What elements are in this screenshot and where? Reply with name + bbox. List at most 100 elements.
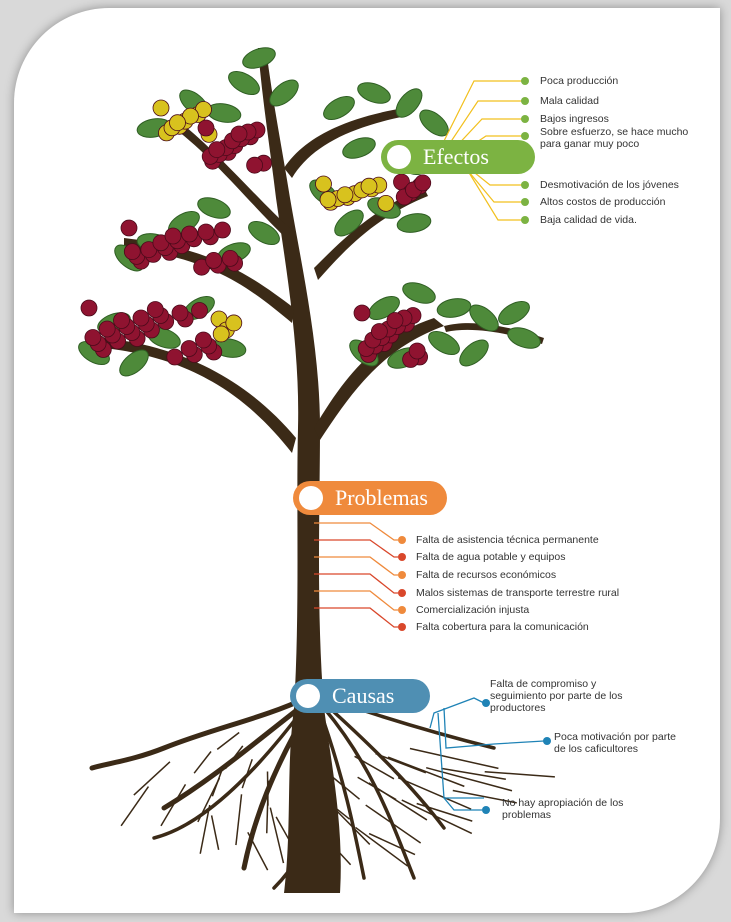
rootlet <box>224 745 244 770</box>
berry <box>164 227 182 245</box>
root <box>322 706 416 880</box>
problemas-dot <box>398 553 406 561</box>
efectos-dot <box>521 216 529 224</box>
berry <box>181 225 198 243</box>
leaf <box>469 304 499 332</box>
berry <box>171 304 189 322</box>
rootlet <box>484 770 555 778</box>
leaf <box>248 220 280 246</box>
berry <box>197 119 215 137</box>
leaf <box>197 197 231 219</box>
efectos-dot <box>521 97 529 105</box>
efectos-connector <box>430 170 524 221</box>
rootlet <box>354 755 395 780</box>
causas-dot <box>543 737 551 745</box>
leaf <box>119 349 149 377</box>
infographic-card: Efectos Problemas Causas Poca producción… <box>14 8 720 913</box>
efectos-dot <box>521 132 529 140</box>
rootlet <box>365 804 422 844</box>
berry <box>84 329 102 346</box>
berry <box>386 312 404 329</box>
leaf <box>342 137 376 159</box>
problemas-title: Problemas <box>335 485 428 510</box>
berry <box>221 249 239 267</box>
efectos-item: Desmotivación de los jóvenes <box>540 179 679 191</box>
root <box>161 700 309 811</box>
branch <box>174 122 292 238</box>
efectos-dot <box>521 181 529 189</box>
berry <box>194 331 212 349</box>
rootlet <box>199 804 211 854</box>
coffee-berries <box>80 99 432 368</box>
problemas-item: Falta cobertura para la comunicación <box>416 621 589 633</box>
rootlet <box>211 768 224 797</box>
rootlet <box>387 756 465 788</box>
rootlet <box>409 747 499 770</box>
causas-badge: Causas <box>290 679 430 713</box>
berry <box>197 223 215 241</box>
rootlet <box>241 758 253 789</box>
causas-dot <box>482 699 490 707</box>
berry <box>205 251 223 269</box>
root <box>152 706 306 840</box>
leaf <box>323 95 355 121</box>
rootlet <box>235 794 243 846</box>
branch <box>104 338 296 453</box>
berry <box>414 174 432 192</box>
rootlet <box>193 751 212 774</box>
berry <box>166 348 184 366</box>
leaf <box>334 209 364 237</box>
berry <box>80 299 98 317</box>
problemas-item: Falta de asistencia técnica permanente <box>416 534 599 546</box>
rootlet <box>368 832 416 856</box>
causas-connector <box>443 707 545 749</box>
berry <box>246 156 264 174</box>
berry <box>408 342 426 360</box>
problemas-connector <box>314 556 398 576</box>
berry <box>98 320 116 338</box>
leaf <box>402 282 436 304</box>
leaf <box>459 339 489 367</box>
problemas-item: Comercialización injusta <box>416 604 530 616</box>
leaf <box>242 47 276 69</box>
rootlet <box>416 802 473 822</box>
rootlet <box>331 775 361 800</box>
efectos-item: Baja calidad de vida. <box>540 214 637 226</box>
efectos-item: Poca producción <box>540 75 619 87</box>
rootlet <box>269 807 285 864</box>
problemas-dot <box>398 536 406 544</box>
leaf <box>206 103 242 123</box>
rootlet <box>375 752 427 774</box>
rootlet <box>425 766 513 792</box>
berry <box>377 194 395 212</box>
causas-badge-dot <box>296 684 320 708</box>
branch <box>444 323 544 344</box>
branch <box>314 318 444 440</box>
leaf <box>395 88 423 118</box>
berry <box>336 186 354 204</box>
berry <box>353 304 371 322</box>
problemas-item: Falta de recursos económicos <box>416 569 557 581</box>
rootlet <box>120 786 150 827</box>
berry <box>152 99 170 117</box>
berry <box>315 175 332 193</box>
problemas-connector <box>314 522 398 541</box>
leaf <box>396 213 432 233</box>
efectos-dot <box>521 198 529 206</box>
causas-connector <box>443 797 482 811</box>
root <box>89 695 309 771</box>
berry <box>230 125 248 143</box>
berry <box>212 325 230 343</box>
problemas-connector <box>314 607 398 628</box>
rootlet <box>216 731 240 750</box>
leaf <box>428 330 460 356</box>
problemas-connector <box>314 539 398 558</box>
problemas-dot <box>398 571 406 579</box>
berry <box>123 243 141 261</box>
rootlet <box>133 761 171 796</box>
berry <box>319 191 337 209</box>
